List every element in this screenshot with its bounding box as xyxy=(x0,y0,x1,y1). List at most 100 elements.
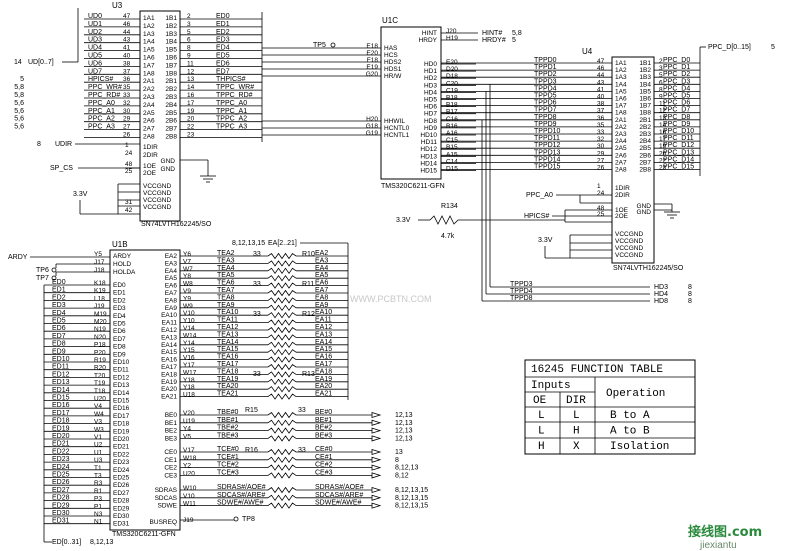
u4-ctrl-num: 25 xyxy=(597,211,605,218)
u1b-be-ref-0: 12,13 xyxy=(395,412,413,419)
u3-pinnum-a: 35 xyxy=(123,84,131,91)
u1b-pin-EA20: EA20 xyxy=(161,386,177,393)
u1c-pin-HDS1: HDS1 xyxy=(384,66,402,73)
u3-bus-in: UD[0..7] xyxy=(28,59,54,66)
watermark: WWW.PCBTN.COM xyxy=(350,294,432,304)
u1b-pinnum-ed: R3 xyxy=(94,480,103,487)
u1b-ea-out-6: EA8 xyxy=(315,294,328,301)
u1c-pinnum: G19 xyxy=(366,130,379,137)
u3-pin-2A6: 2A6 xyxy=(143,118,155,125)
u1b-be-t-1: TBE#1 xyxy=(217,417,239,424)
u1c-pinnum: E18 xyxy=(366,43,378,50)
u1b-tea-2: TEA4 xyxy=(217,265,235,272)
u1b-ea-resistor xyxy=(267,356,297,363)
u4-net-b-12: PPC_D12 xyxy=(663,142,694,149)
u1b-be-out-3: BE#3 xyxy=(315,432,332,439)
u4-net-a-10: TPPD10 xyxy=(534,128,561,135)
u1b-pin-EA17: EA17 xyxy=(161,364,177,371)
u1b-pin-ED26: ED26 xyxy=(113,482,130,489)
u4-3v3-a: 3.3V xyxy=(396,217,411,224)
u4-ctrl-num: 48 xyxy=(597,205,605,212)
u1b-ea-out-5: EA7 xyxy=(315,287,328,294)
u4-r134: R134 xyxy=(441,203,458,210)
u1b-pin-BE1: BE1 xyxy=(165,420,178,427)
u3-net-a-10: PPC_RD# xyxy=(88,92,120,99)
u1b-pinnum-ed: M19 xyxy=(94,311,107,318)
u3-ref: U3 xyxy=(112,1,123,10)
u3-pinnum-b: 19 xyxy=(187,108,195,115)
u1b-be-resistor xyxy=(267,419,297,426)
u4-ctrl-1OE: 1OE xyxy=(615,207,629,214)
u3-net-a-6: UD6 xyxy=(88,60,102,67)
u1b-ea-out-9: EA11 xyxy=(315,317,332,324)
u3-pin-2B3: 2B3 xyxy=(165,94,177,101)
u1b-pinnum-ed: T20 xyxy=(94,372,106,379)
u1c-ref-0: 5,8 xyxy=(512,30,522,37)
u1b-ed-net-23: ED23 xyxy=(52,456,70,463)
u3-net-a-7: UD7 xyxy=(88,68,102,75)
u3-leftnum: 42 xyxy=(125,207,133,214)
u1b-ce-ref-1: 8 xyxy=(395,457,399,464)
u3-udir-ref: 8 xyxy=(37,141,41,148)
u3-ctrl-num: 24 xyxy=(125,150,133,157)
u4-ctrl-2OE: 2OE xyxy=(615,213,629,220)
u3-leftref-10: 5,8 xyxy=(14,92,24,99)
u1b-ed-net-17: ED17 xyxy=(52,410,70,417)
u4-pin-2A8: 2A8 xyxy=(615,167,627,174)
u3-pinnum-b: 9 xyxy=(187,53,191,60)
u1b-r12: R12 xyxy=(302,311,315,318)
u1b-ea-resistor xyxy=(267,363,297,371)
u3-pinnum-a: 33 xyxy=(123,92,131,99)
u3-gnd-label: GND xyxy=(161,166,176,173)
u1b-ed-net-20: ED20 xyxy=(52,433,70,440)
u3-pinnum-b: 20 xyxy=(187,116,195,123)
u3-pinnum-b: 17 xyxy=(187,100,195,107)
u1b-pin-EA16: EA16 xyxy=(161,357,177,364)
u1b-pinnum-ed: U3 xyxy=(94,457,103,464)
u1b-ea-out-14: EA16 xyxy=(315,354,332,361)
u3-pinnum-b: 12 xyxy=(187,68,195,75)
u1b-pinnum-ea: W17 xyxy=(183,369,197,376)
table-row-op-0: B to A xyxy=(610,410,650,422)
u1b-ed-net-11: ED11 xyxy=(52,364,69,371)
table-row-oe-0: L xyxy=(538,410,545,422)
u4-pin-1A7: 1A7 xyxy=(615,103,627,110)
u1b-pin-EA13: EA13 xyxy=(161,334,177,341)
u1b-pin-HOLD: HOLD xyxy=(113,261,131,268)
u4-net-b-11: PPC_D11 xyxy=(663,135,694,142)
u1b-pin-ED22: ED22 xyxy=(113,451,130,458)
u1b-ed-net-10: ED10 xyxy=(52,356,70,363)
u1b-pin-EA10: EA10 xyxy=(161,312,177,319)
u4-tppd-out-1: TPPD4 xyxy=(510,288,533,295)
u1b-ea-resistor xyxy=(267,282,297,289)
u1b-tea-17: TEA19 xyxy=(217,376,239,383)
u3-pinnum-a: 46 xyxy=(123,21,131,28)
u1b-tea-11: TEA13 xyxy=(217,331,239,338)
u3-pinnum-a: 47 xyxy=(123,13,131,20)
u1b-be-out-0: BE#0 xyxy=(315,409,332,416)
u4-pin-2B6: 2B6 xyxy=(639,152,651,159)
u1b-sd-t-2: SDWE#/AWE# xyxy=(217,500,264,507)
u1b-tea-7: TEA9 xyxy=(217,302,235,309)
u4-pin-2B4: 2B4 xyxy=(639,138,651,145)
u1b-pin-ED16: ED16 xyxy=(113,405,130,412)
u3-pin-1B4: 1B4 xyxy=(165,39,177,46)
u1b-pin-ED17: ED17 xyxy=(113,413,130,420)
u1b-pinnum-ce: U20 xyxy=(183,470,195,477)
u3-pin-2A2: 2A2 xyxy=(143,86,155,93)
u3-net-a-1: UD1 xyxy=(88,21,102,28)
u1b-tea-18: TEA20 xyxy=(217,383,239,390)
u4-pinnum-a: 32 xyxy=(597,136,605,143)
u1b-pinnum-ed: M20 xyxy=(94,319,107,326)
u1b-sd-port xyxy=(371,494,382,501)
u1b-pin-ED23: ED23 xyxy=(113,459,130,466)
u4-pin-1B2: 1B2 xyxy=(639,67,651,74)
u1b-pinnum-ed: V1 xyxy=(94,434,102,441)
u1b-pinnum-ctl: Y5 xyxy=(94,251,102,258)
u1b-pin-SDCAS: SDCAS xyxy=(155,495,178,502)
u1b-pin-ED14: ED14 xyxy=(113,390,130,397)
u1b-ardy-net: ARDY xyxy=(8,254,28,261)
u4-vcc-label: VCCGND xyxy=(615,238,643,245)
u3-net-a-0: UD0 xyxy=(88,13,102,20)
u3-leftnum: 31 xyxy=(125,199,133,206)
